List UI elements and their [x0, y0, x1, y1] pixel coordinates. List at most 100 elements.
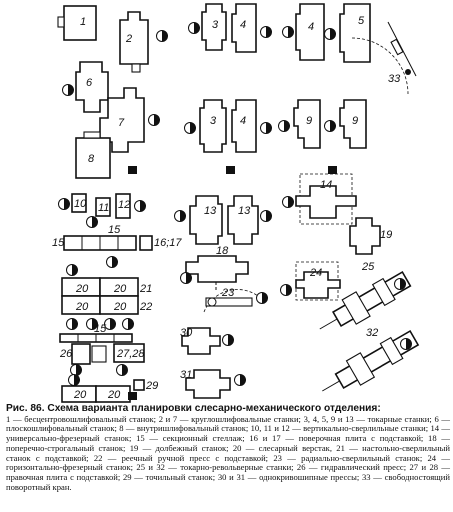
machine-4-lathe-top: 4	[231, 3, 257, 53]
operator-position-icon	[280, 284, 292, 296]
machine-15b-label: 15	[108, 224, 121, 236]
machine-30-label: 30	[180, 327, 193, 339]
machine-24-label: 24	[309, 267, 322, 279]
machine-23-label: 23	[221, 287, 235, 299]
operator-position-icon	[184, 122, 196, 134]
operator-position-icon	[86, 216, 98, 228]
operator-position-icon	[70, 364, 82, 376]
machine-25-turret-lathe	[319, 270, 412, 330]
workbench-row-1: 20 20 21	[61, 277, 152, 297]
machine-5-lathe: 5	[339, 3, 371, 63]
machine-33-label: 33	[388, 73, 401, 85]
machine-29-label: 29	[145, 380, 158, 392]
machine-12-label: 12	[118, 199, 130, 211]
operator-position-icon	[156, 30, 168, 42]
operator-position-icon	[188, 22, 200, 34]
machine-13-lathe-right: 13	[227, 195, 259, 245]
machine-18-label: 18	[216, 245, 229, 257]
machine-6-label: 6	[86, 77, 93, 89]
bench-20d-label: 20	[113, 301, 127, 313]
operator-position-icon	[282, 196, 294, 208]
operator-position-icon	[260, 26, 272, 38]
machine-3-label: 3	[212, 19, 219, 31]
bench-20c-label: 20	[75, 301, 89, 313]
operator-position-icon	[282, 26, 294, 38]
caption-title: Рис. 86. Схема варианта планировки слеса…	[6, 403, 381, 414]
operator-position-icon	[122, 318, 134, 330]
machine-11-label: 11	[98, 202, 109, 214]
machine-1-label: 1	[80, 16, 86, 28]
operator-position-icon	[278, 120, 290, 132]
workbench-row-3: 20 20	[61, 385, 131, 403]
operator-position-icon	[134, 200, 146, 212]
operator-position-icon	[260, 210, 272, 222]
machine-5-label: 5	[358, 15, 365, 27]
machine-4c-label: 4	[308, 21, 314, 33]
bench-20e-label: 20	[73, 389, 87, 401]
machine-30-single-crank-press: 30	[180, 327, 221, 355]
machine-1-centerless-grinder: 1	[57, 5, 97, 41]
column-marker	[226, 166, 235, 174]
operator-position-icon	[62, 84, 74, 96]
workbench-row-2: 20 20 22	[61, 295, 152, 315]
bench-20-label: 20	[75, 283, 89, 295]
caption-legend: 1 — бесцентровошлифовальный станок; 2 и …	[6, 413, 450, 492]
machine-19-label: 19	[380, 229, 392, 241]
machine-13b-label: 13	[238, 205, 251, 217]
operator-position-icon	[394, 278, 406, 290]
machine-15-label: 15	[52, 237, 65, 249]
machine-6-surface-grinder: 6	[75, 61, 109, 113]
machine-23-radial-drill: 23	[203, 287, 259, 313]
machine-4-lathe-mid: 4	[231, 99, 257, 153]
machine-8-label: 8	[88, 153, 95, 165]
machine-16-label: 16;17	[154, 237, 182, 249]
machine-8-internal-grinder: 8	[75, 131, 111, 179]
machine-2-label: 2	[125, 33, 132, 45]
operator-position-icon	[148, 114, 160, 126]
machine-2-cylindrical-grinder: 2	[119, 11, 149, 73]
operator-position-icon	[68, 374, 80, 386]
machine-27-label: 27,28	[116, 348, 145, 360]
machine-19-slotter: 19	[349, 217, 392, 255]
operator-position-icon	[66, 318, 78, 330]
machine-3b-label: 3	[210, 115, 217, 127]
machine-12-vertical-drill: 12	[115, 193, 131, 219]
machine-15-rack-lower: 15	[59, 323, 133, 343]
machine-7-label: 7	[118, 117, 125, 129]
operator-position-icon	[66, 264, 78, 276]
bench-20f-label: 20	[107, 389, 121, 401]
machine-24-horizontal-mill: 24	[295, 261, 341, 301]
machine-9b-label: 9	[352, 115, 358, 127]
machine-26-label: 26	[59, 348, 73, 360]
machine-4-lathe-right: 4	[295, 3, 325, 61]
machine-27-28-straightening-plate: 27,28	[113, 343, 145, 363]
operator-position-icon	[324, 28, 336, 40]
machine-31-single-crank-press: 31	[180, 369, 231, 399]
machine-31-label: 31	[180, 369, 192, 381]
machine-13-label: 13	[204, 205, 217, 217]
machine-11-vertical-drill: 11	[95, 197, 111, 217]
machine-10-label: 10	[74, 198, 87, 210]
machine-18-shaper: 18	[185, 245, 249, 292]
operator-position-icon	[324, 120, 336, 132]
bench-20b-label: 20	[113, 283, 127, 295]
machine-14-label: 14	[320, 179, 332, 191]
machine-33-jib-crane: 33	[351, 21, 417, 95]
machine-13-lathe-left: 13	[189, 195, 223, 245]
column-marker	[128, 392, 137, 400]
operator-position-icon	[116, 364, 128, 376]
machine-10-vertical-drill: 10	[71, 193, 87, 213]
column-marker	[328, 166, 337, 174]
machine-4b-label: 4	[240, 115, 246, 127]
machine-22-label: 22	[139, 301, 152, 313]
machine-9-lathe-right: 9	[339, 99, 367, 149]
column-marker	[128, 166, 137, 174]
machine-32-label: 32	[366, 327, 378, 339]
machine-26-hydraulic-press: 26	[59, 343, 107, 365]
machine-9-label: 9	[306, 115, 312, 127]
operator-position-icon	[174, 210, 186, 222]
machine-3-lathe-mid: 3	[199, 99, 227, 153]
operator-position-icon	[180, 272, 192, 284]
operator-position-icon	[106, 256, 118, 268]
operator-position-icon	[256, 292, 268, 304]
